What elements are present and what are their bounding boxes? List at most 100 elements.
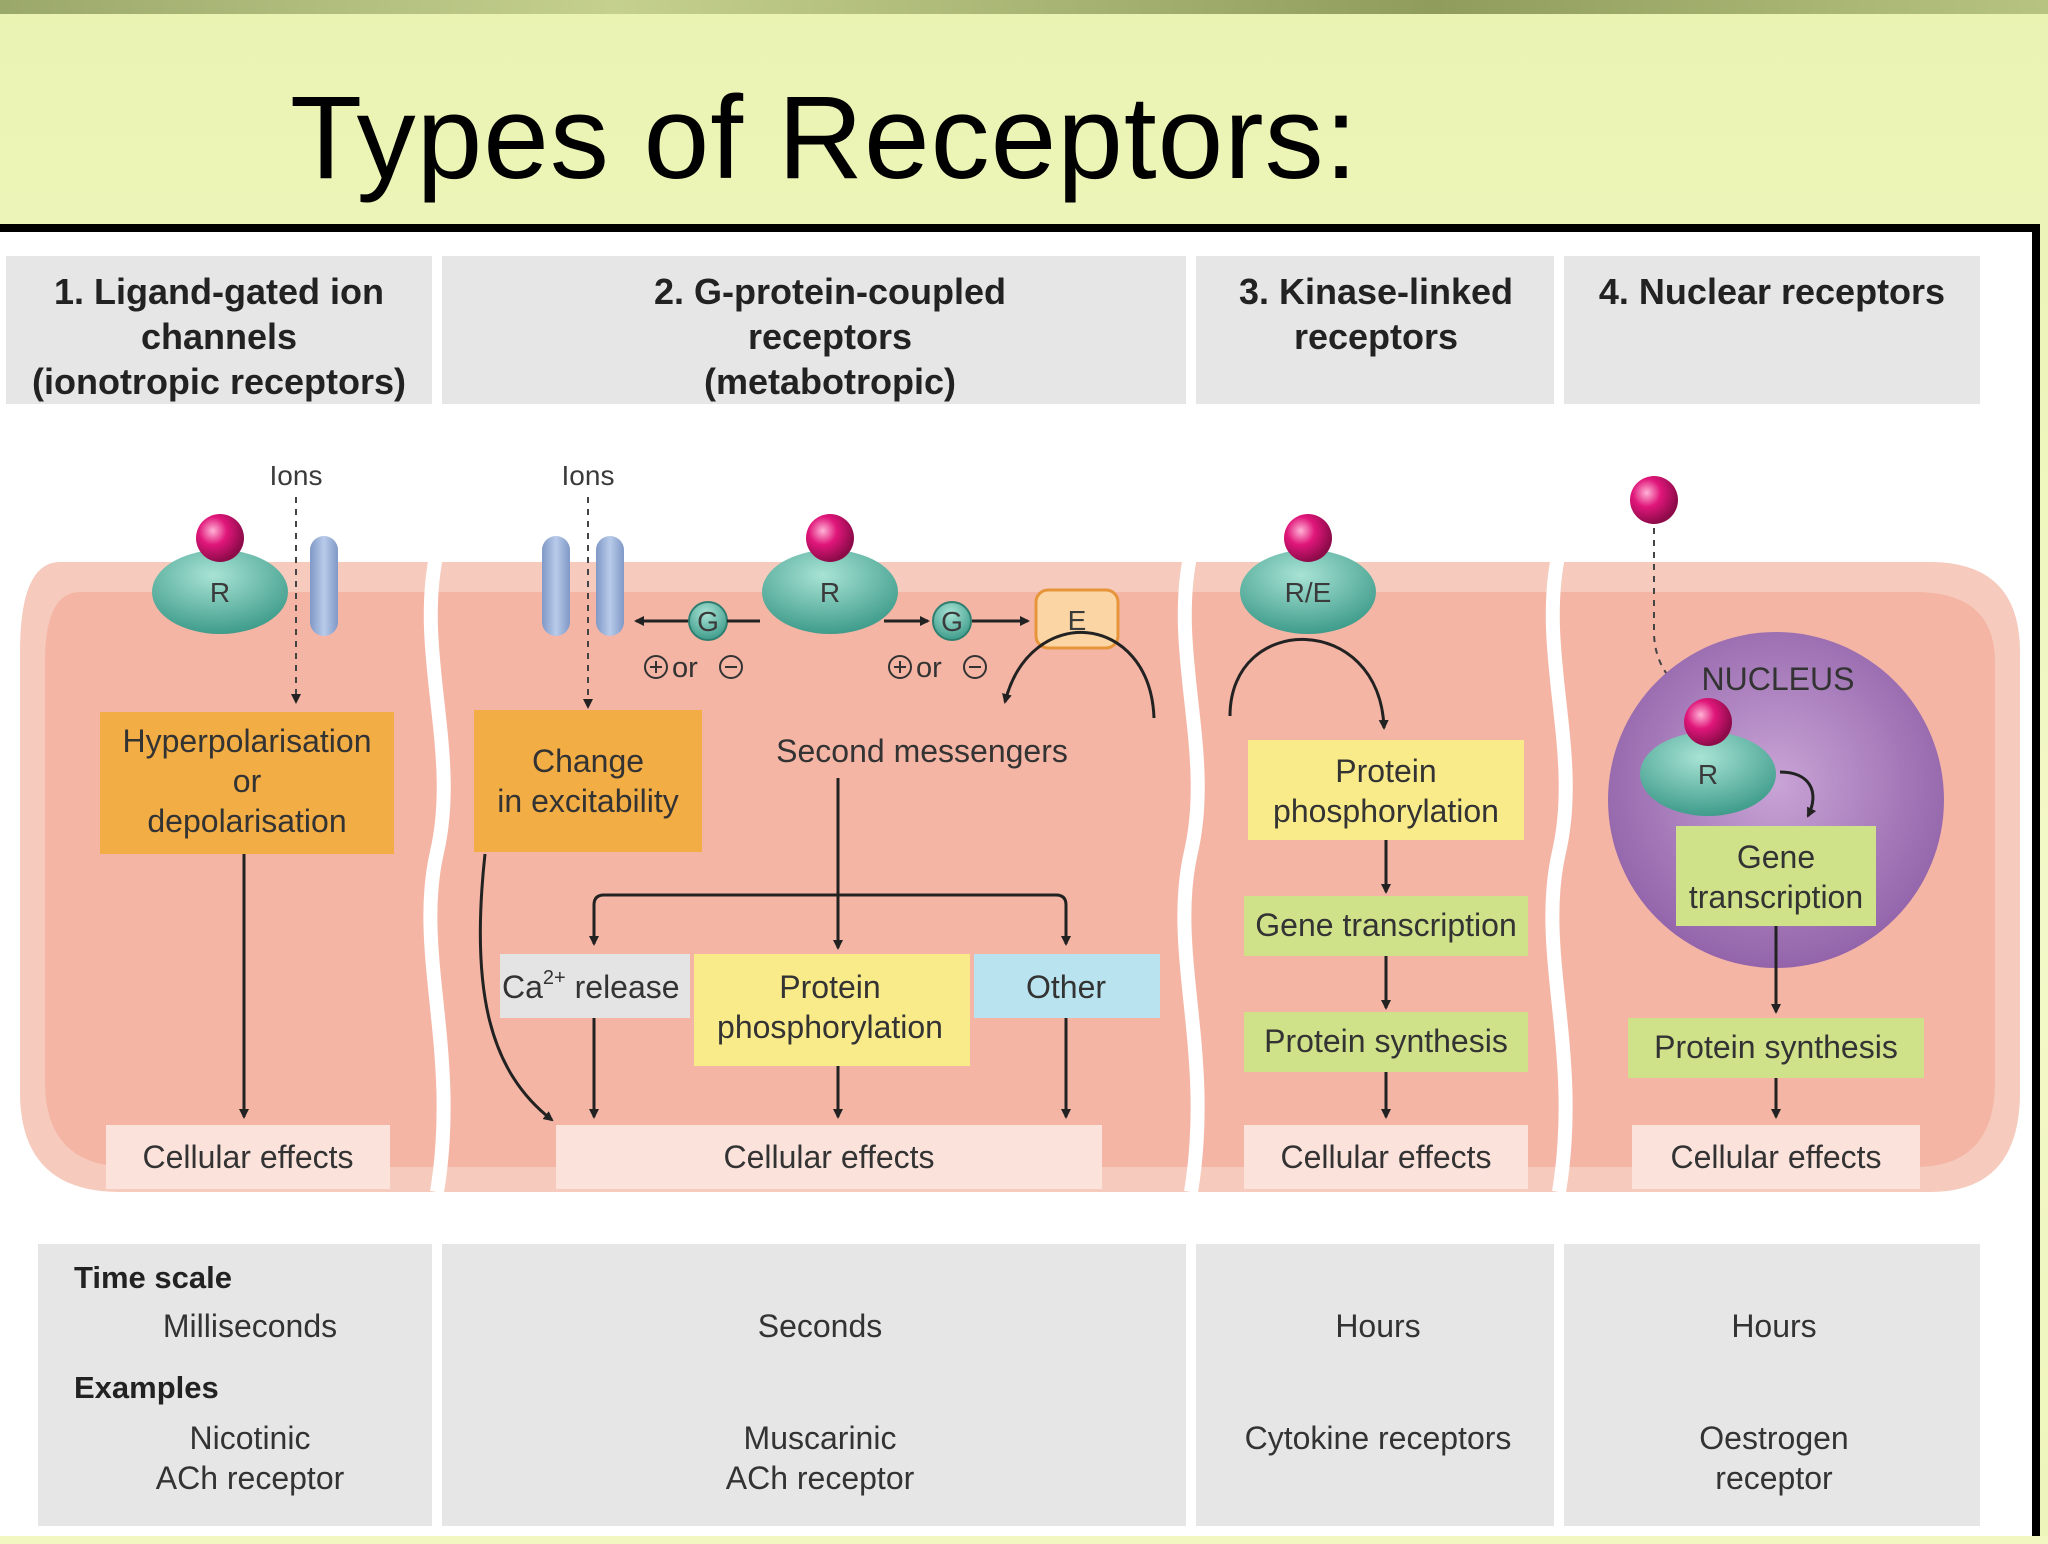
ions-label-col2: Ions: [562, 460, 615, 491]
slide-title: Types of Receptors:: [290, 72, 1359, 204]
time-scale-col3: Hours: [1335, 1308, 1420, 1344]
examples-col1-line-2: ACh receptor: [156, 1460, 345, 1496]
header-2-line-2: receptors: [748, 316, 912, 357]
examples-col4-line-2: receptor: [1715, 1460, 1833, 1496]
effect-box-col2-line-2: in excitability: [497, 783, 678, 819]
ligand-col4-free: [1630, 476, 1678, 524]
cellular-effects-col3-label: Cellular effects: [1280, 1139, 1491, 1175]
other-label: Other: [1026, 969, 1106, 1005]
other-box: [974, 954, 1160, 1018]
gene-transcription-col4-line-1: Gene: [1737, 839, 1815, 875]
protein-synthesis-col3-label: Protein synthesis: [1264, 1023, 1508, 1059]
header-3-line-2: receptors: [1294, 316, 1458, 357]
g-protein-left-label: G: [697, 606, 719, 637]
ion-channel-col1: [310, 536, 338, 636]
receptor-label-col3: R/E: [1285, 577, 1332, 608]
protein-phos-box-col3: [1248, 740, 1524, 840]
time-scale-col2: Seconds: [758, 1308, 883, 1344]
footer-cell-3: [1192, 1240, 1558, 1530]
receptor-label-col2: R: [820, 577, 840, 608]
header-1-line-1: 1. Ligand-gated ion: [54, 271, 384, 312]
header-4-line-1: 4. Nuclear receptors: [1599, 271, 1945, 312]
receptor-col2: [762, 550, 898, 634]
examples-col3-line-1: Cytokine receptors: [1245, 1420, 1512, 1456]
time-scale-col4: Hours: [1731, 1308, 1816, 1344]
ligand-col4-bound: [1684, 698, 1732, 746]
header-2-line-1: 2. G-protein-coupled: [654, 271, 1006, 312]
effect-box-col2-line-1: Change: [532, 743, 644, 779]
column-separator-3: [1545, 550, 1573, 1194]
effect-box-col1: [100, 712, 394, 854]
cellular-effects-col1: [106, 1125, 390, 1189]
nucleus-label: NUCLEUS: [1702, 661, 1855, 697]
ion-channel-col2-a: [542, 536, 570, 636]
receptor-figure: 1. Ligand-gated ion channels (ionotropic…: [0, 224, 2040, 1536]
second-messengers-label: Second messengers: [776, 733, 1068, 769]
plus-icon-right: [888, 655, 912, 679]
examples-col4-line-1: Oestrogen: [1699, 1420, 1848, 1456]
ligand-col2: [806, 514, 854, 562]
examples-col1-line-1: Nicotinic: [190, 1420, 311, 1456]
effect-box-col1-line-2: or: [233, 763, 262, 799]
examples-col2-line-2: ACh receptor: [726, 1460, 915, 1496]
receptor-label-col1: R: [210, 577, 230, 608]
effect-box-col1-line-3: depolarisation: [147, 803, 346, 839]
footer-cell-1: [34, 1240, 436, 1530]
protein-phos-box-col2: [694, 954, 970, 1066]
header-3-line-1: 3. Kinase-linked: [1239, 271, 1513, 312]
time-scale-heading: Time scale: [74, 1260, 232, 1295]
header-cell-3: [1192, 252, 1558, 408]
effect-box-col2: [474, 710, 702, 852]
protein-synthesis-col4-label: Protein synthesis: [1654, 1029, 1898, 1065]
ligand-col3: [1284, 514, 1332, 562]
g-protein-right: [932, 601, 972, 641]
gene-transcription-col3-label: Gene transcription: [1255, 907, 1516, 943]
cellular-effects-col2-label: Cellular effects: [723, 1139, 934, 1175]
cellular-effects-col1-label: Cellular effects: [142, 1139, 353, 1175]
effector-label: E: [1068, 605, 1087, 636]
receptor-col4: [1640, 732, 1776, 816]
modulation-left: or: [672, 652, 698, 684]
plus-icon-left: [644, 655, 668, 679]
gene-transcription-box-col4: [1676, 826, 1876, 926]
examples-col2-line-1: Muscarinic: [744, 1420, 897, 1456]
ligand-col1: [196, 514, 244, 562]
protein-phos-col3-line-2: phosphorylation: [1273, 793, 1499, 829]
header-cell-2: [438, 252, 1190, 408]
cellular-effects-col3: [1244, 1125, 1528, 1189]
receptor-diagram: 1. Ligand-gated ion channels (ionotropic…: [2, 252, 2020, 1530]
protein-synthesis-box-col4: [1628, 1018, 1924, 1078]
protein-phos-col3-line-1: Protein: [1335, 753, 1436, 789]
cellular-effects-col2: [556, 1125, 1102, 1189]
examples-heading: Examples: [74, 1370, 219, 1405]
ca-release-label: Ca2+ release: [502, 967, 680, 1005]
g-protein-right-label: G: [941, 606, 963, 637]
gene-transcription-box-col3: [1244, 896, 1528, 956]
header-cell-4: [1560, 252, 1984, 408]
cellular-effects-col4-label: Cellular effects: [1670, 1139, 1881, 1175]
header-cell-1: [2, 252, 436, 408]
header-2-line-3: (metabotropic): [704, 361, 956, 402]
cellular-effects-col4: [1632, 1125, 1920, 1189]
receptor-col1: [152, 550, 288, 634]
modulation-right: or: [916, 652, 942, 684]
protein-synthesis-box-col3: [1244, 1012, 1528, 1072]
receptor-label-col4: R: [1698, 759, 1718, 790]
ion-channel-col2-b: [596, 536, 624, 636]
header-1-line-3: (ionotropic receptors): [32, 361, 406, 402]
footer-cell-2: [438, 1240, 1190, 1530]
time-scale-col1: Milliseconds: [163, 1308, 337, 1344]
receptor-col3: [1240, 550, 1376, 634]
protein-phos-col2-line-2: phosphorylation: [717, 1009, 943, 1045]
protein-phos-col2-line-1: Protein: [779, 969, 880, 1005]
footer-cell-4: [1560, 1240, 1984, 1530]
slide-top-border: [0, 0, 2048, 14]
gene-transcription-col4-line-2: transcription: [1689, 879, 1863, 915]
minus-icon-right: [963, 655, 987, 679]
effect-box-col1-line-1: Hyperpolarisation: [122, 723, 371, 759]
column-separator-1: [423, 550, 451, 1194]
minus-icon-left: [719, 655, 743, 679]
column-separator-2: [1177, 550, 1205, 1194]
ca-release-box: [500, 954, 690, 1018]
header-1-line-2: channels: [141, 316, 297, 357]
